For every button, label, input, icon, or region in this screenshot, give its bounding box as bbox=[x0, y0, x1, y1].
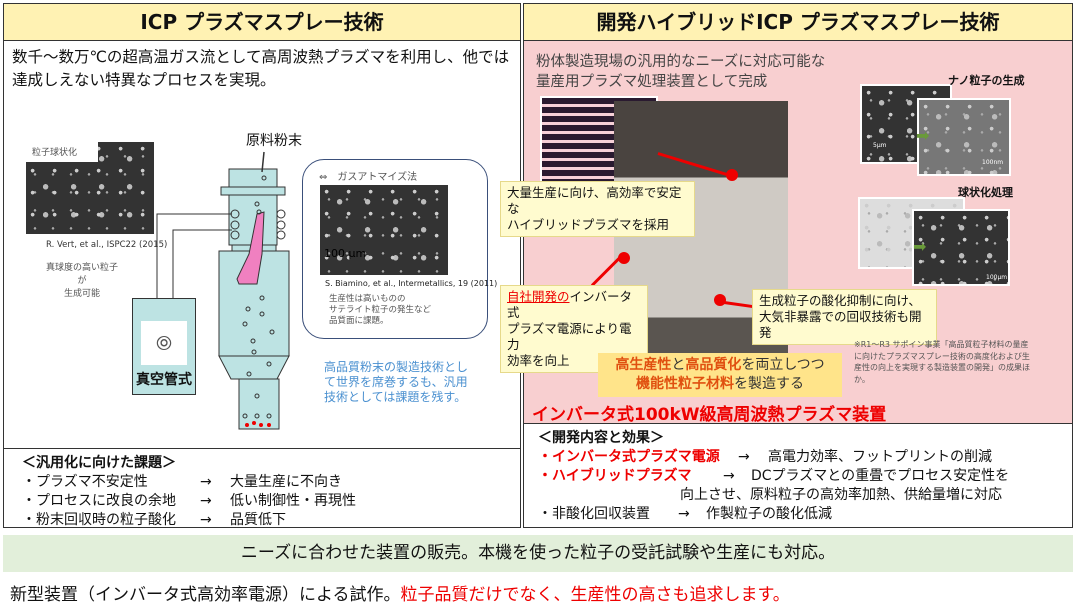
result-effect: 高電力効率、フットプリントの削減 bbox=[768, 449, 992, 465]
callout-red-text: 自社開発の bbox=[507, 289, 570, 304]
highlight-text: と bbox=[671, 357, 686, 373]
scale-label: 100nm bbox=[982, 159, 1004, 166]
nano-after-image bbox=[917, 98, 1011, 176]
right-panel: 開発ハイブリッドICP プラズマスプレー技術 粉体製造現場の汎用的なニーズに対応… bbox=[500, 3, 1073, 528]
callout-line-text: 生成粒子の酸化抑制に向け、 bbox=[759, 293, 921, 308]
results-section: ＜開発内容と効果＞ ・インバータ式プラズマ電源→高電力効率、フットプリントの削減… bbox=[524, 423, 1072, 527]
issue-problem: ・プロセスに改良の余地 bbox=[22, 493, 176, 509]
issue-result: 大量生産に不向き bbox=[230, 474, 342, 490]
result-effect: DCプラズマとの重畳でプロセス安定性を bbox=[751, 468, 1010, 484]
arrow-icon: → bbox=[200, 474, 212, 490]
arrow-icon: → bbox=[678, 506, 690, 522]
sphere-after-image bbox=[912, 209, 1010, 286]
callout-line-text: 大量生産に向け、高効率で安定な bbox=[507, 185, 682, 216]
result-row: ・非酸化回収装置 → 作製粒子の酸化低減 bbox=[538, 503, 832, 523]
blue-note: 高品質粉末の製造技術とし て世界を席巻するも、汎用 技術としては課題を残す。 bbox=[324, 360, 468, 405]
issue-result: 品質低下 bbox=[230, 512, 286, 528]
result-effect: 作製粒子の酸化低減 bbox=[706, 506, 832, 522]
ac-source-icon: ⦾ bbox=[141, 321, 187, 365]
highlight-text: を製造する bbox=[734, 376, 804, 392]
power-supply: ⦾ 真空管式 bbox=[132, 298, 196, 395]
left-panel: ICP プラズマスプレー技術 数千〜数万℃の超高温ガス流として高周波熱プラズマを… bbox=[3, 3, 521, 528]
arrow-right-icon: ➡ bbox=[913, 237, 927, 256]
sphere-note: 真球度の高い粒子が 生成可能 bbox=[42, 260, 122, 299]
arrow-right-icon: ➡ bbox=[916, 126, 930, 145]
right-intro: 粉体製造現場の汎用的なニーズに対応可能な 量産用プラズマ処理装置として完成 bbox=[536, 52, 825, 92]
right-panel-title: 開発ハイブリッドICP プラズマスプレー技術 bbox=[524, 4, 1072, 41]
result-item: ・非酸化回収装置 bbox=[538, 506, 650, 522]
device-name: インバータ式100kW級高周波熱プラズマ装置 bbox=[532, 405, 887, 425]
callout-line-text: 効率を向上 bbox=[507, 353, 570, 368]
plasma-torch-diagram bbox=[156, 151, 290, 430]
callout-hybrid: 大量生産に向け、高効率で安定な ハイブリッドプラズマを採用 bbox=[500, 181, 695, 237]
highlight-red: 機能性粒子材料 bbox=[636, 376, 734, 392]
callout-line-text: インバータ式 bbox=[507, 289, 633, 320]
callout-dot bbox=[714, 294, 726, 306]
gas-atomize-title: ⇔ ガスアトマイズ法 bbox=[319, 172, 418, 183]
feed-label: 原料粉末 bbox=[246, 133, 302, 149]
issues-title: ＜汎用化に向けた課題＞ bbox=[22, 455, 176, 471]
callout-line-text: 大気非暴露での回収技術も開発 bbox=[759, 309, 922, 340]
sphere-label: 粒子球状化 bbox=[26, 142, 98, 162]
result-effect: 向上させ、原料粒子の高効率加熱、供給量増に対応 bbox=[680, 487, 1002, 503]
highlight-box: 高生産性と高品質化を両立しつつ 機能性粒子材料を製造する bbox=[598, 353, 842, 397]
left-intro: 数千〜数万℃の超高温ガス流として高周波熱プラズマを利用し、他では達成しえない特異… bbox=[12, 48, 510, 89]
gas-note-line: 品質面に課題。 bbox=[329, 316, 389, 326]
nano-label: ナノ粒子の生成 bbox=[948, 74, 1025, 87]
callout-line-text: プラズマ電源により電力 bbox=[507, 321, 632, 352]
blue-note-line: 高品質粉末の製造技術とし bbox=[324, 360, 469, 374]
intro-line: 粉体製造現場の汎用的なニーズに対応可能な bbox=[536, 54, 826, 70]
sphere-note-line: 生成可能 bbox=[63, 289, 100, 299]
highlight-red: 高品質化 bbox=[685, 357, 742, 373]
result-item: ・インバータ式プラズマ電源 bbox=[538, 449, 720, 465]
callout-dot bbox=[726, 169, 738, 181]
issue-row: ・プロセスに改良の余地 → 低い制御性・再現性 bbox=[22, 490, 356, 510]
power-label: 真空管式 bbox=[136, 372, 192, 388]
footer-black: 新型装置（インバータ式高効率電源）による試作。 bbox=[10, 585, 401, 605]
blue-note-line: て世界を席巻するも、汎用 bbox=[324, 375, 468, 389]
highlight-text: を両立しつつ bbox=[741, 357, 825, 373]
arrow-icon: → bbox=[200, 493, 212, 509]
footer-red: 粒子品質だけでなく、生産性の高さも追求します。 bbox=[400, 585, 790, 605]
issue-row: ・プラズマ不安定性 → 大量生産に不向き bbox=[22, 471, 342, 491]
callout-recovery: 生成粒子の酸化抑制に向け、 大気非暴露での回収技術も開発 bbox=[752, 289, 937, 345]
arrow-icon: → bbox=[723, 468, 735, 484]
scale-label: 5μm bbox=[873, 142, 887, 149]
arrow-icon: → bbox=[738, 449, 750, 465]
sphere-note-line: 真球度の高い粒子が bbox=[45, 263, 118, 286]
result-row: ・ハイブリッドプラズマ → DCプラズマとの重畳でプロセス安定性を bbox=[538, 465, 1009, 485]
result-item: ・ハイブリッドプラズマ bbox=[538, 468, 692, 484]
callout-line-text: ハイブリッドプラズマを採用 bbox=[507, 217, 670, 232]
gas-note-line: 生産性は高いものの bbox=[329, 294, 406, 304]
scale-label: 100 μm bbox=[324, 247, 367, 260]
gas-citation: S. Biamino, et al., Intermetallics, 19 (… bbox=[325, 279, 498, 288]
footnote: ※R1〜R3 サポイン事業「高品質粒子材料の量産に向けたプラズマスプレー技術の高… bbox=[854, 340, 1030, 384]
intro-line: 量産用プラズマ処理装置として完成 bbox=[536, 74, 768, 90]
result-row: ・インバータ式プラズマ電源 → 高電力効率、フットプリントの削減 bbox=[538, 446, 992, 466]
sphere-image: 粒子球状化 bbox=[26, 142, 154, 234]
results-title: ＜開発内容と効果＞ bbox=[538, 430, 664, 446]
blue-note-line: 技術としては課題を残す。 bbox=[324, 390, 467, 404]
issue-result: 低い制御性・再現性 bbox=[230, 493, 356, 509]
footer-text: 新型装置（インバータ式高効率電源）による試作。粒子品質だけでなく、生産性の高さも… bbox=[10, 580, 790, 605]
left-panel-title: ICP プラズマスプレー技術 bbox=[4, 4, 520, 41]
issue-problem: ・粉末回収時の粒子酸化 bbox=[22, 512, 176, 528]
sphere-process-label: 球状化処理 bbox=[958, 186, 1013, 199]
sphere-citation: R. Vert, et al., ISPC22 (2015) bbox=[46, 240, 168, 250]
issue-problem: ・プラズマ不安定性 bbox=[22, 474, 148, 490]
issue-row: ・粉末回収時の粒子酸化 → 品質低下 bbox=[22, 509, 286, 529]
gas-note: 生産性は高いものの サテライト粒子の発生など 品質面に課題。 bbox=[329, 294, 431, 327]
scale-label: 100μm bbox=[986, 274, 1008, 281]
gas-atomize-image: 100 μm bbox=[320, 185, 448, 275]
arrow-icon: → bbox=[200, 512, 212, 528]
highlight-red: 高生産性 bbox=[615, 357, 672, 373]
gas-note-line: サテライト粒子の発生など bbox=[329, 305, 432, 315]
issues-section: ＜汎用化に向けた課題＞ ・プラズマ不安定性 → 大量生産に不向き ・プロセスに改良の… bbox=[4, 448, 520, 529]
gas-atomize-box: ⇔ ガスアトマイズ法 100 μm S. Biamino, et al., In… bbox=[302, 159, 497, 339]
callout-dot bbox=[618, 252, 630, 264]
services-banner: ニーズに合わせた装置の販売。本機を使った粒子の受託試験や生産にも対応。 bbox=[3, 535, 1073, 572]
